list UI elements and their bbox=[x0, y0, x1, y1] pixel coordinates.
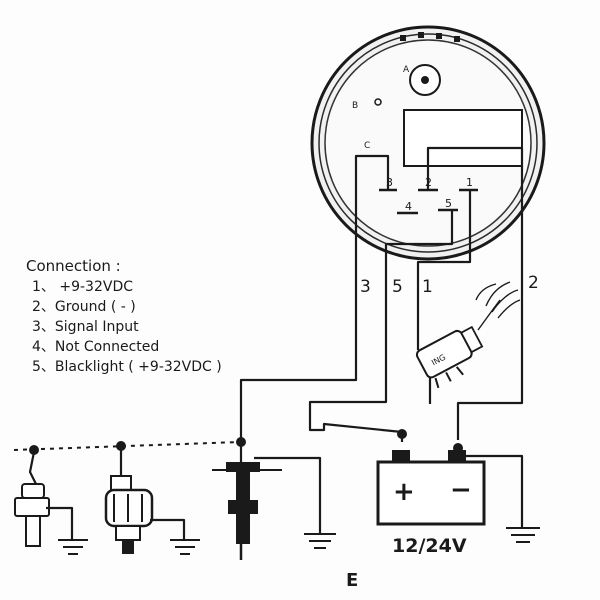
display-window bbox=[403, 109, 523, 167]
stud-a-center bbox=[421, 76, 429, 84]
bezel-notch bbox=[454, 36, 460, 42]
battery-post-positive bbox=[392, 450, 410, 462]
battery-case bbox=[376, 460, 486, 526]
battery-post-negative bbox=[448, 450, 466, 462]
legend-item: 2、Ground ( - ) bbox=[32, 299, 136, 315]
sensor-3-rod bbox=[236, 514, 250, 544]
sensor-2-terminal bbox=[110, 475, 132, 491]
face-letter-c: C bbox=[364, 141, 370, 151]
signal-bus-dashed bbox=[13, 441, 241, 451]
wires bbox=[236, 146, 524, 453]
sensor-1-nut bbox=[14, 497, 50, 517]
junction-dot bbox=[116, 441, 126, 451]
sensor-1-probe bbox=[25, 515, 41, 547]
sensor-1-head bbox=[21, 483, 45, 499]
gauge-bezel-ring bbox=[318, 33, 538, 253]
wire-label-5: 5 bbox=[392, 277, 403, 297]
battery: + − 12/24V bbox=[376, 450, 540, 557]
ignition-pin bbox=[455, 366, 464, 376]
sensor-3-head bbox=[226, 462, 260, 472]
sensor-2-thread bbox=[122, 540, 134, 554]
terminal-1-label: 1 bbox=[466, 176, 473, 189]
wire-3-signal bbox=[239, 154, 390, 440]
sensor-2-ground-wire bbox=[150, 518, 186, 540]
terminal-4-label: 4 bbox=[405, 200, 412, 213]
hand-icon bbox=[475, 281, 521, 319]
terminal-5-label: 5 bbox=[445, 197, 452, 210]
legend-item: 5、Blacklight ( +9-32VDC ) bbox=[32, 359, 222, 375]
gauge: A B C 3 2 1 4 5 bbox=[310, 25, 546, 261]
bezel-notch bbox=[400, 35, 406, 41]
battery-plus-sign: + bbox=[393, 477, 415, 507]
wire-1-power bbox=[416, 190, 472, 350]
screw-hole bbox=[374, 98, 382, 106]
face-letter-a: A bbox=[403, 65, 410, 75]
wire-label-1: 1 bbox=[422, 277, 433, 297]
wire-label-2: 2 bbox=[528, 273, 539, 293]
wire-5-backlight bbox=[308, 210, 454, 434]
face-letter-b: B bbox=[352, 101, 358, 111]
wire-label-3: 3 bbox=[360, 277, 371, 297]
ignition-pin bbox=[434, 377, 440, 389]
junction-dot bbox=[29, 445, 39, 455]
legend-item: 4、Not Connected bbox=[32, 339, 159, 355]
connection-legend: Connection : 1、 +9-32VDC 2、Ground ( - ) … bbox=[26, 257, 222, 375]
legend-title: Connection : bbox=[26, 257, 121, 275]
junction-dot bbox=[397, 429, 407, 439]
sensor-1-ground-wire bbox=[46, 506, 74, 540]
wire-2-ground bbox=[426, 146, 524, 440]
sensor-level-3 bbox=[212, 442, 336, 560]
sensor-probe-1 bbox=[14, 445, 88, 555]
footer-letter: E bbox=[346, 570, 358, 591]
sensor-pressure-2 bbox=[104, 441, 200, 555]
ignition-switch: ING bbox=[415, 281, 521, 389]
battery-minus-sign: − bbox=[450, 475, 472, 505]
sensor-2-hex bbox=[115, 525, 141, 541]
battery-ground-wire bbox=[466, 454, 524, 528]
legend-item: 1、 +9-32VDC bbox=[32, 279, 133, 295]
ignition-barrel bbox=[459, 325, 484, 354]
sensor-3-tube bbox=[236, 472, 250, 500]
ignition-pin bbox=[445, 371, 452, 382]
terminal-3-label: 3 bbox=[386, 176, 393, 189]
sensor-1-lead bbox=[28, 451, 37, 485]
sensor-3-ground-wire bbox=[254, 456, 322, 534]
legend-item: 3、Signal Input bbox=[32, 319, 139, 335]
bezel-notch bbox=[436, 33, 442, 39]
sensor-3-float bbox=[228, 500, 258, 514]
bezel-notch bbox=[418, 32, 424, 38]
battery-voltage: 12/24V bbox=[392, 535, 467, 557]
